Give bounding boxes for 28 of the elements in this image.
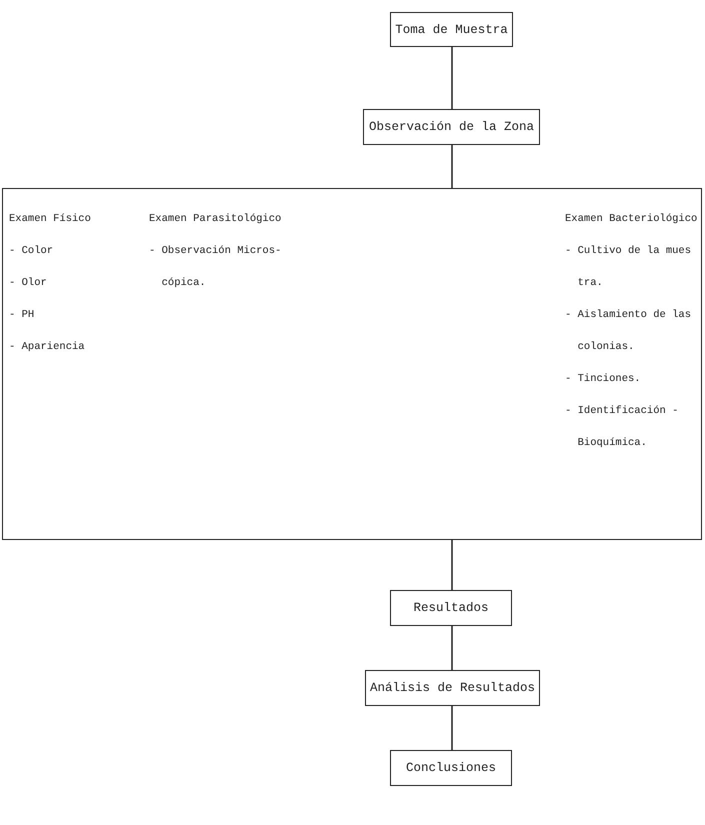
process-box (390, 12, 513, 47)
connector-line (451, 626, 453, 670)
column-heading: Examen Parasitológico (149, 212, 282, 227)
list-item: - Observación Micros- cópica. (149, 244, 282, 291)
list-item: - Aislamiento de las colonias. (565, 308, 692, 355)
box-label: Análisis de Resultados (370, 681, 536, 695)
connector-line (451, 540, 453, 590)
connector-line (451, 47, 453, 109)
list-item: - Apariencia (9, 340, 86, 355)
list-item: - Tinciones. (565, 372, 642, 387)
column-heading: Examen Bacteriológico (565, 212, 698, 227)
connector-line (451, 145, 453, 188)
column-heading: Examen Físico (9, 212, 91, 227)
process-box (390, 750, 512, 786)
box-label: Observación de la Zona (368, 120, 534, 134)
list-item: - Identificación - Bioquímica. (565, 404, 680, 451)
list-item: - Color (9, 244, 54, 259)
box-label: Toma de Muestra (395, 22, 508, 36)
section-box (2, 188, 702, 540)
connector-line (451, 706, 453, 750)
box-label: Resultados (413, 601, 488, 615)
box-label: Conclusiones (406, 761, 496, 775)
process-box (363, 109, 540, 145)
list-item: - PH (9, 308, 36, 323)
list-item: - Cultivo de la mues tra. (565, 244, 692, 291)
process-box (365, 670, 540, 706)
list-item: - Olor (9, 276, 48, 291)
process-box (390, 590, 512, 626)
